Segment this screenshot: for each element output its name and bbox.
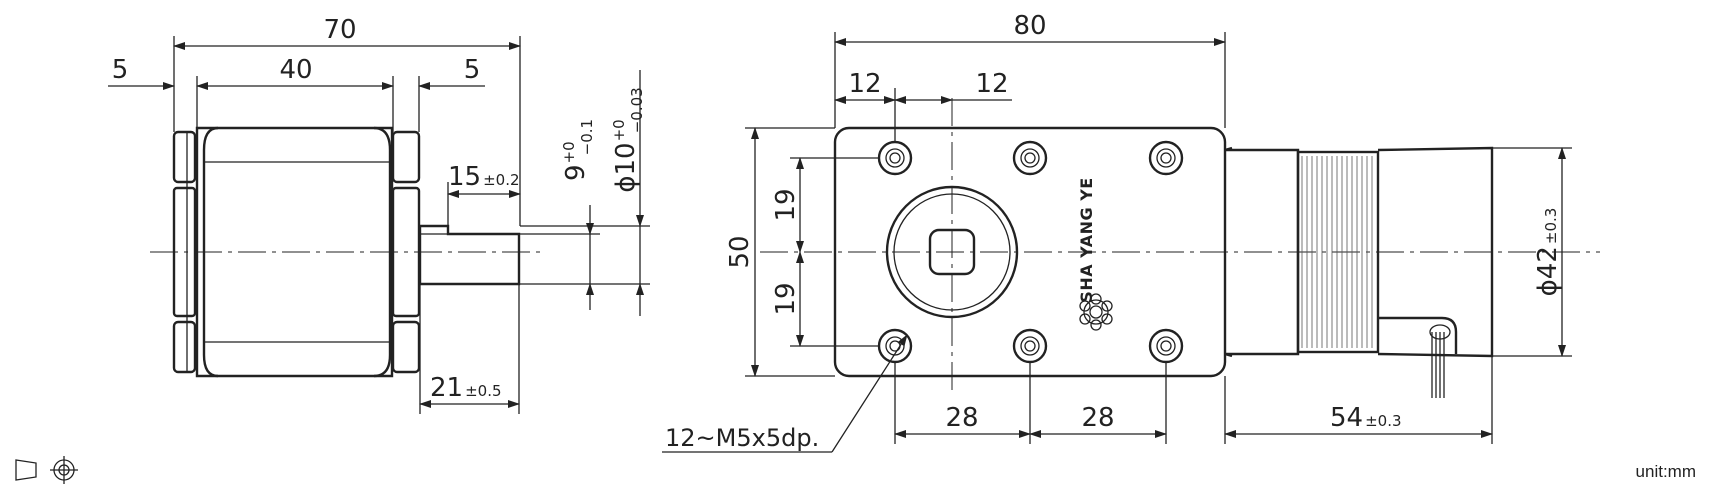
side-view: 70 5 40 5 15±0.2 21±0.5 9+0−0.1 ϕ10+0 <box>108 15 650 414</box>
dim-hole-offset-right: 12 <box>975 69 1008 99</box>
dim-hole-lower: 19 <box>771 282 801 315</box>
dim-left-flange: 5 <box>112 55 129 85</box>
dim-shaft-diameter: ϕ10+0−0.03 <box>610 87 646 192</box>
dim-plate-height: 50 <box>725 235 755 268</box>
mount-hole <box>877 140 913 176</box>
left-flange <box>172 130 197 374</box>
dim-hole-pitch-2: 28 <box>1081 403 1114 433</box>
dim-hole-upper: 19 <box>771 188 801 221</box>
unit-label: unit:mm <box>1635 462 1696 481</box>
mount-hole <box>1148 328 1184 364</box>
brand-text: SHA YANG YE <box>1077 177 1096 302</box>
thread-note: 12~M5x5dp. <box>665 424 819 452</box>
mount-hole <box>1012 140 1048 176</box>
dim-overall-length: 70 <box>323 15 356 45</box>
dim-plate-width: 80 <box>1013 11 1046 41</box>
dim-hole-offset-left: 12 <box>848 69 881 99</box>
brand-logo <box>1079 293 1113 331</box>
dim-body-length: 40 <box>279 55 312 85</box>
front-view: SHA YANG YE <box>662 11 1600 453</box>
projection-symbol-icon <box>15 456 78 484</box>
mount-hole <box>877 328 913 364</box>
dim-flat-height: 9+0−0.1 <box>560 119 596 181</box>
dim-shaft-flat: 15±0.2 <box>448 162 520 192</box>
dim-motor-length: 54±0.3 <box>1330 403 1402 433</box>
dim-shaft-length: 21±0.5 <box>430 373 502 403</box>
dim-hole-pitch-1: 28 <box>945 403 978 433</box>
dim-motor-diameter: ϕ42±0.3 <box>1533 208 1563 297</box>
cable-boot <box>1378 316 1458 354</box>
mount-hole <box>1012 328 1048 364</box>
motor-fins <box>1301 156 1373 348</box>
motor-body-side <box>195 126 394 378</box>
motor-can <box>1224 146 1494 398</box>
output-shaft <box>418 224 521 286</box>
dim-right-flange: 5 <box>464 55 481 85</box>
output-hub <box>885 185 1019 319</box>
mount-hole <box>1148 140 1184 176</box>
